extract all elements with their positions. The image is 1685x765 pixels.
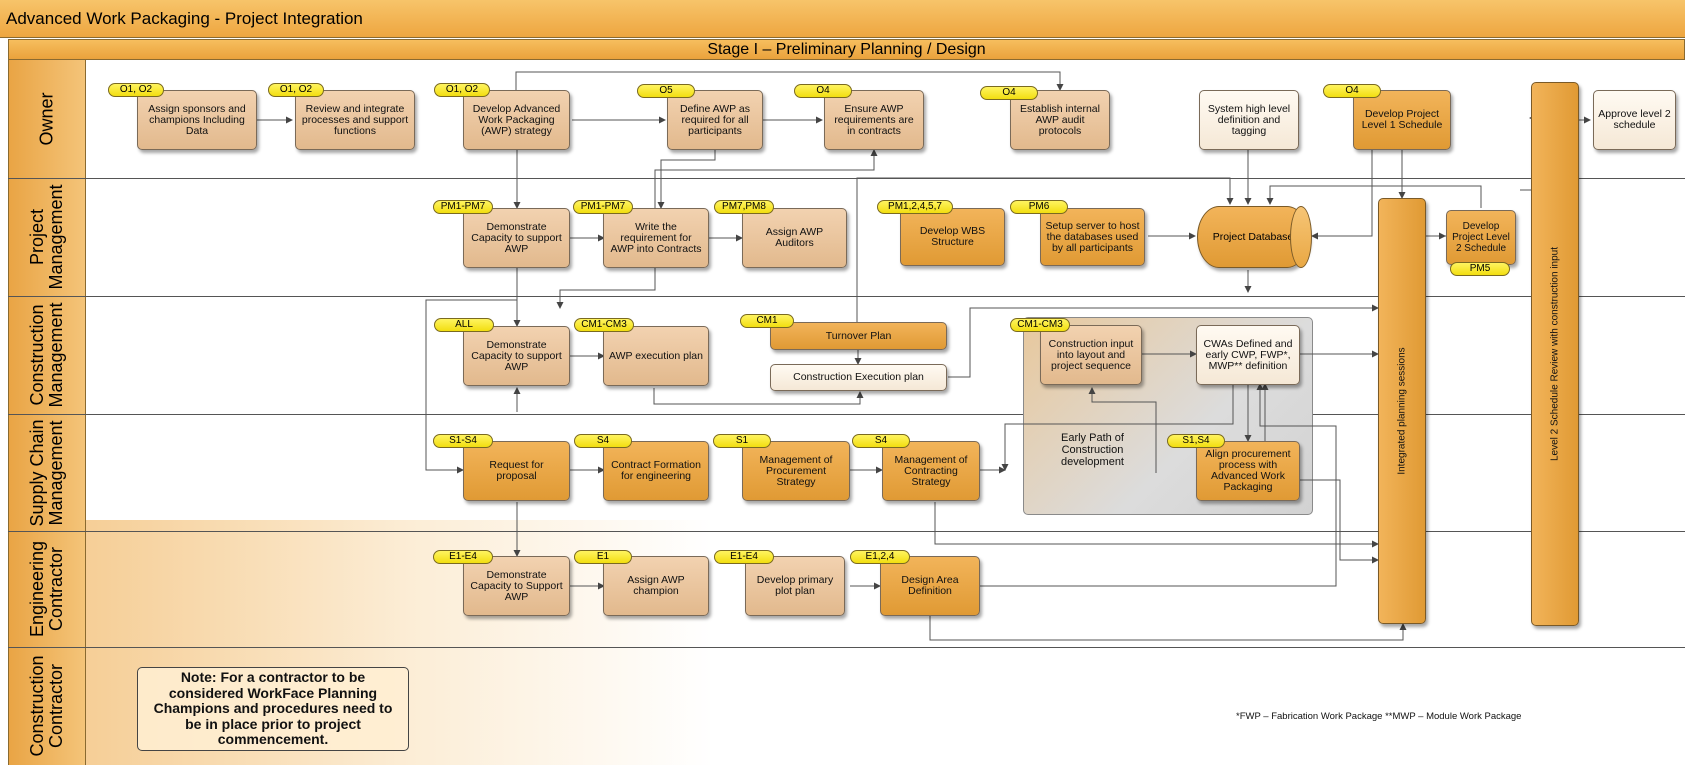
tag-label: S4 [574,434,632,448]
construction-input-box: Construction input into layout and proje… [1040,325,1142,385]
connector [1311,150,1373,240]
cm-demonstrate-box: Demonstrate Capacity to support AWP [463,326,570,386]
assign-champion-box: Assign AWP champion [603,556,709,616]
contract-formation-box: Contract Formation for engineering [603,441,709,501]
develop-wbs-box: Develop WBS Structure [900,208,1005,266]
tag-label: PM7,PM8 [714,200,774,214]
lane-label-supply-chain-management: Supply Chain Management [8,414,86,531]
develop-plot-plan-box: Develop primary plot plan [745,556,845,616]
develop-l1-schedule-box: Develop Project Level 1 Schedule [1353,90,1451,150]
ensure-awp-box: Ensure AWP requirements are in contracts [824,90,924,150]
mgmt-contracting-box: Management of Contracting Strategy [882,441,980,501]
tag-label: E1-E4 [714,550,774,564]
connector [980,383,1337,587]
tag-label: S1,S4 [1167,434,1225,448]
page-title: Advanced Work Packaging - Project Integr… [6,9,363,28]
lane-divider [8,647,1685,648]
tag-label: CM1-CM3 [1010,318,1070,332]
construction-execution-plan-box: Construction Execution plan [770,364,947,391]
ec-demonstrate-box: Demonstrate Capacity to Support AWP [463,556,570,616]
tag-label: PM1-PM7 [433,200,493,214]
tag-label: CM1 [740,314,794,328]
lane-label-project-management: Project Management [8,178,86,296]
lane-left-border [8,60,9,765]
vertical-bar-label: Level 2 Schedule Review with constructio… [1549,246,1561,462]
lane-label-construction-management: Construction Management [8,296,86,414]
lane-divider [8,178,1685,179]
lane-divider [8,296,1685,297]
align-procurement-box: Align procurement process with Advanced … [1196,441,1300,501]
lane-label-engineering-contractor: Engineering Contractor [8,531,86,647]
connector [1088,387,1157,473]
stage-header: Stage I – Preliminary Planning / Design [8,39,1685,60]
develop-awp-strategy-box: Develop Advanced Work Packaging (AWP) st… [463,90,570,150]
approve-l2-box: Approve level 2 schedule [1593,90,1676,150]
system-high-level-box: System high level definition and tagging [1199,90,1299,150]
establish-audit-box: Establish internal AWP audit protocols [1010,90,1110,150]
tag-label: PM6 [1010,200,1068,214]
tag-label: S4 [852,434,910,448]
define-awp-box: Define AWP as required for all participa… [667,90,763,150]
write-requirement-box: Write the requirement for AWP into Contr… [603,208,709,268]
tag-label: ALL [434,318,494,332]
connector [934,502,1379,548]
tag-label: O4 [794,84,852,98]
vertical-bar-label: Integrated planning sessions [1396,347,1408,475]
assign-auditors-box: Assign AWP Auditors [742,208,847,268]
connector [654,149,878,208]
tag-label: O1, O2 [434,83,490,97]
tag-label: E1-E4 [433,550,493,564]
pm-demonstrate-box: Demonstrate Capacity to support AWP [463,208,570,268]
project-database-cylinder-end [1290,206,1312,268]
connector [929,614,1407,641]
contractor-note: Note: For a contractor to be considered … [137,667,409,751]
early-path-label: Early Path of Construction development [1061,432,1124,468]
connector [1300,479,1379,564]
develop-l2-schedule-box: Develop Project Level 2 Schedule [1446,210,1516,265]
connector [1266,185,1482,208]
connector [657,150,716,209]
tag-label: PM1,2,4,5,7 [877,200,953,214]
connector [653,388,864,405]
assign-sponsors-box: Assign sponsors and champions Including … [137,90,257,150]
cwas-defined-box: CWAs Defined and early CWP, FWP*, MWP** … [1196,325,1300,385]
connector [425,268,518,474]
lane-label-construction-contractor: Construction Contractor [8,647,86,765]
integrated-planning-sessions-bar: Integrated planning sessions [1378,198,1426,624]
footnote: *FWP – Fabrication Work Package **MWP – … [1236,711,1522,722]
mgmt-procurement-box: Management of Procurement Strategy [742,441,850,501]
tag-label: E1,2,4 [850,550,910,564]
connector [556,268,656,309]
tag-label: PM1-PM7 [573,200,633,214]
connector [948,304,1379,378]
tag-label: O5 [637,84,695,98]
tag-label: PM5 [1450,262,1510,276]
tag-label: S1 [713,434,771,448]
lane-divider [8,531,1685,532]
tag-label: CM1-CM3 [574,318,634,332]
l2-schedule-review-bar: Level 2 Schedule Review with constructio… [1531,82,1579,626]
setup-server-box: Setup server to host the databases used … [1040,208,1145,266]
turnover-plan-box: Turnover Plan [770,322,947,350]
request-proposal-box: Request for proposal [463,441,570,501]
tag-label: S1-S4 [433,434,493,448]
tag-label: O4 [1323,84,1381,98]
lane-label-owner: Owner [8,60,86,178]
design-area-box: Design Area Definition [880,556,980,616]
tag-label: O4 [980,86,1038,100]
connector [515,71,1064,91]
title-bar: Advanced Work Packaging - Project Integr… [0,0,1685,38]
lane-divider [8,414,1685,415]
awp-execution-plan-box: AWP execution plan [603,326,709,386]
tag-label: O1, O2 [108,83,164,97]
tag-label: O1, O2 [268,83,324,97]
connector [856,177,1234,322]
connector [1001,384,1234,471]
review-integrate-box: Review and integrate processes and suppo… [295,90,415,150]
tag-label: E1 [574,550,632,564]
